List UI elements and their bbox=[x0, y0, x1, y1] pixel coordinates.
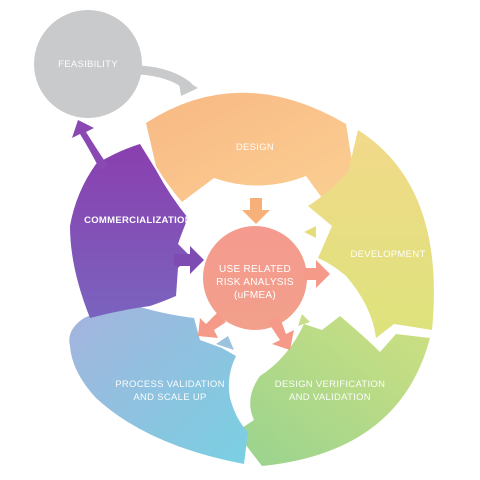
development-label: DEVELOPMENT bbox=[350, 249, 425, 260]
process-label-line2: AND SCALE UP bbox=[133, 392, 206, 403]
center-to-development-arrow bbox=[304, 260, 330, 288]
center-circle bbox=[203, 226, 307, 330]
process-label-line1: PROCESS VALIDATION bbox=[115, 379, 225, 390]
feasibility-to-design-arrow bbox=[135, 65, 198, 96]
center-label-line3: (uFMEA) bbox=[234, 290, 276, 301]
stage-design: DESIGN bbox=[146, 92, 354, 224]
commercialization-to-center-arrow bbox=[174, 246, 204, 274]
stage-commercialization: COMMERCIALIZATION bbox=[70, 120, 204, 318]
design-label: DESIGN bbox=[236, 142, 274, 153]
verification-label-line1: DESIGN VERIFICATION bbox=[275, 379, 386, 390]
center-to-verification-arrow bbox=[268, 318, 294, 350]
center-label-line2: RISK ANALYSIS bbox=[216, 277, 294, 288]
stage-development: DEVELOPMENT bbox=[304, 130, 434, 338]
verification-segment bbox=[236, 316, 430, 466]
process-to-center-arrow bbox=[216, 336, 234, 350]
center-node: USE RELATED RISK ANALYSIS (uFMEA) bbox=[198, 226, 330, 350]
design-to-center-arrow bbox=[242, 198, 270, 224]
center-label-line1: USE RELATED bbox=[219, 264, 291, 275]
verification-to-center-arrow bbox=[298, 314, 310, 326]
feasibility-circle bbox=[34, 10, 142, 118]
stage-verification: DESIGN VERIFICATION AND VALIDATION bbox=[236, 314, 430, 466]
commercialization-label: COMMERCIALIZATION bbox=[84, 215, 192, 226]
commercialization-segment bbox=[70, 144, 190, 318]
stage-process: PROCESS VALIDATION AND SCALE UP bbox=[69, 302, 248, 464]
development-left-arrow bbox=[304, 226, 316, 238]
center-to-process-arrow bbox=[198, 312, 226, 338]
development-segment bbox=[308, 130, 434, 338]
verification-label-line2: AND VALIDATION bbox=[289, 392, 371, 403]
design-segment bbox=[146, 92, 354, 202]
process-segment bbox=[69, 302, 248, 464]
commercialization-to-feasibility-arrow bbox=[72, 120, 108, 170]
feasibility-label: FEASIBILITY bbox=[58, 59, 118, 70]
feasibility-node: FEASIBILITY bbox=[34, 10, 142, 118]
